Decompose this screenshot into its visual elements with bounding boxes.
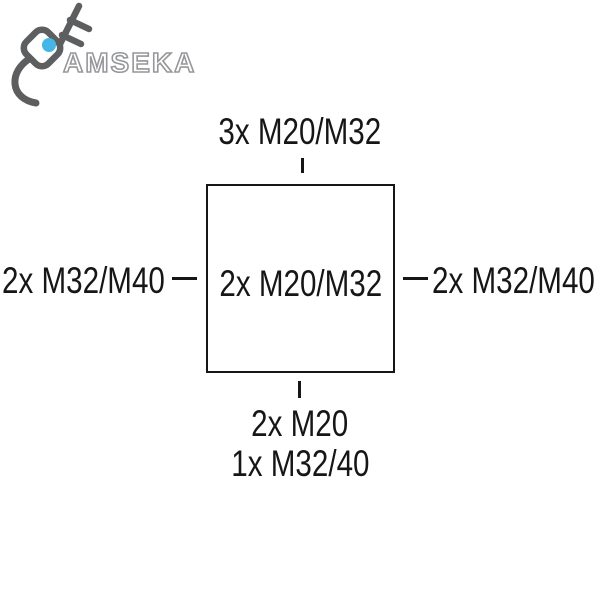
bottom-entry-label-1: 2x M20 (251, 403, 349, 444)
bottom-entry-tick (298, 381, 301, 398)
left-entry-label: 2x M32/M40 (2, 260, 165, 301)
right-entry-tick (403, 277, 428, 280)
right-entry-label: 2x M32/M40 (432, 260, 595, 301)
bottom-entry-label-2: 1x M32/40 (230, 443, 370, 484)
top-entry-label: 3x M20/M32 (218, 111, 382, 152)
top-entry-tick (301, 158, 304, 173)
brand-name: AMSEKA (62, 46, 197, 79)
brand-logo: AMSEKA (0, 0, 220, 115)
left-entry-tick (172, 277, 197, 280)
logo-accent-dot (42, 38, 56, 52)
junction-box: 2x M20/M32 (206, 184, 395, 373)
power-plug-with-cord-icon (11, 2, 93, 107)
box-capacity-label: 2x M20/M32 (219, 262, 382, 304)
